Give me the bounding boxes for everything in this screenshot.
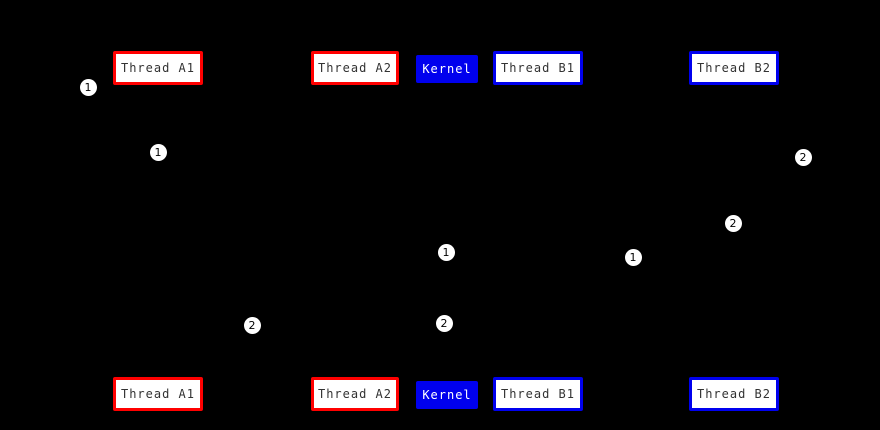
box-label: Thread A2: [317, 387, 393, 401]
box-label: Thread A1: [120, 387, 196, 401]
thread-b1-top-box: Thread B1: [493, 51, 583, 85]
step-marker-1: 1: [79, 78, 97, 96]
step-marker-2: 2: [243, 316, 261, 334]
box-label: Kernel: [422, 62, 472, 76]
step-marker-2: 2: [794, 148, 812, 166]
step-marker-1: 1: [437, 243, 455, 261]
thread-b1-bottom-box: Thread B1: [493, 377, 583, 411]
thread-a2-top-box: Thread A2: [311, 51, 399, 85]
box-label: Thread B1: [500, 387, 576, 401]
thread-a2-bottom-box: Thread A2: [311, 377, 399, 411]
thread-a1-bottom-box: Thread A1: [113, 377, 203, 411]
box-label: Thread B2: [696, 61, 772, 75]
box-label: Kernel: [422, 388, 472, 402]
thread-b2-bottom-box: Thread B2: [689, 377, 779, 411]
box-label: Thread A2: [317, 61, 393, 75]
kernel-top-box: Kernel: [416, 55, 478, 83]
step-marker-2: 2: [435, 314, 453, 332]
thread-a1-top-box: Thread A1: [113, 51, 203, 85]
box-label: Thread A1: [120, 61, 196, 75]
thread-b2-top-box: Thread B2: [689, 51, 779, 85]
box-label: Thread B2: [696, 387, 772, 401]
step-marker-2: 2: [724, 214, 742, 232]
box-label: Thread B1: [500, 61, 576, 75]
kernel-bottom-box: Kernel: [416, 381, 478, 409]
step-marker-1: 1: [624, 248, 642, 266]
step-marker-1: 1: [149, 143, 167, 161]
